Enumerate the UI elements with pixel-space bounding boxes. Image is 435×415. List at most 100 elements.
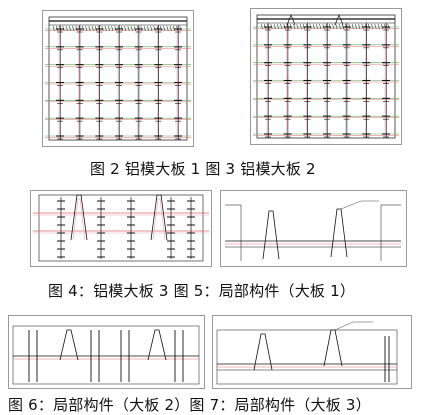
annotation-tick	[62, 25, 65, 32]
annotation-tick	[75, 25, 78, 32]
annotation-tick	[290, 23, 292, 30]
annotation-tick	[309, 23, 312, 30]
panel-outline	[38, 194, 204, 262]
annotation-tick	[52, 25, 55, 32]
annotation-tick	[78, 25, 81, 32]
annotation-tick	[351, 23, 354, 30]
annotation-tick	[98, 25, 101, 32]
annotation-tick	[361, 23, 364, 30]
figure-aluminum-panel-3	[30, 190, 212, 267]
panel-outline	[216, 329, 398, 385]
annotation-tick	[59, 25, 62, 32]
annotation-tick	[95, 25, 97, 32]
figure-aluminum-panel-1	[42, 10, 194, 147]
component-1-drawing	[225, 200, 401, 261]
annotation-tick	[153, 25, 156, 32]
annotation-tick	[387, 23, 390, 30]
annotation-tick	[108, 25, 110, 32]
annotation-tick	[312, 23, 315, 30]
annotation-tick	[134, 25, 136, 32]
figure-aluminum-panel-2	[250, 8, 402, 145]
annotation-tick	[299, 23, 302, 30]
annotation-tick	[121, 25, 123, 32]
spike-support	[72, 198, 86, 241]
caption-row-3: 图 6：局部构件（大板 2）图 7：局部构件（大板 3）	[8, 396, 371, 414]
leader-line	[340, 200, 362, 210]
annotation-tick	[322, 23, 325, 30]
spike-support	[70, 194, 88, 241]
spike-support	[152, 198, 166, 241]
annotation-tick	[293, 23, 296, 30]
annotation-tick	[85, 25, 88, 32]
annotation-tick	[381, 23, 383, 30]
annotation-tick	[264, 23, 266, 30]
spike-support	[330, 208, 348, 258]
annotation-tick	[371, 23, 374, 30]
annotation-tick	[137, 25, 140, 32]
annotation-tick	[130, 25, 133, 32]
spike-line	[286, 14, 292, 26]
annotation-tick	[147, 25, 149, 32]
annotation-tick	[88, 25, 91, 32]
panel-outline	[12, 325, 200, 385]
figure-local-component-panel-2	[8, 315, 205, 389]
annotation-tick	[329, 23, 331, 30]
annotation-tick	[56, 25, 58, 32]
annotation-tick	[82, 25, 84, 32]
leader-line	[334, 321, 354, 331]
annotation-tick	[374, 23, 377, 30]
annotation-tick	[306, 23, 309, 30]
component-3-drawing	[216, 321, 398, 385]
panel-1-drawing	[45, 16, 191, 141]
spike-support	[262, 210, 280, 260]
annotation-tick	[104, 25, 107, 32]
annotation-tick	[114, 25, 117, 32]
annotation-tick	[117, 25, 120, 32]
annotation-tick	[384, 23, 387, 30]
annotation-tick	[163, 25, 166, 32]
annotation-tick	[280, 23, 283, 30]
annotation-tick	[179, 25, 182, 32]
panel-2-drawing	[253, 14, 399, 139]
annotation-tick	[127, 25, 130, 32]
annotation-tick	[358, 23, 361, 30]
annotation-tick	[69, 25, 71, 32]
annotation-tick	[338, 23, 341, 30]
annotation-tick	[143, 25, 146, 32]
annotation-tick	[342, 23, 344, 30]
annotation-tick	[124, 25, 127, 32]
annotation-tick	[332, 23, 335, 30]
annotation-tick	[65, 25, 68, 32]
annotation-tick	[91, 25, 94, 32]
spike-support	[59, 329, 79, 361]
annotation-tick	[140, 25, 143, 32]
annotation-tick	[166, 25, 169, 32]
annotation-tick	[101, 25, 104, 32]
spike-support	[147, 329, 167, 361]
annotation-tick	[283, 23, 286, 30]
annotation-tick	[160, 25, 162, 32]
annotation-tick	[270, 23, 273, 30]
annotation-tick	[260, 23, 263, 30]
annotation-tick	[316, 23, 318, 30]
spike-line	[290, 14, 296, 26]
component-2-drawing	[12, 325, 200, 385]
panel-3-drawing	[33, 194, 209, 262]
annotation-tick	[335, 23, 338, 30]
caption-row-2: 图 4：铝模大板 3 图 5：局部构件（大板 1）	[48, 282, 356, 300]
annotation-tick	[319, 23, 322, 30]
spike-line	[334, 14, 340, 26]
annotation-tick	[173, 25, 175, 32]
annotation-tick	[364, 23, 367, 30]
annotation-tick	[111, 25, 114, 32]
annotation-tick	[156, 25, 159, 32]
spike-support	[150, 194, 168, 241]
annotation-tick	[355, 23, 357, 30]
annotation-tick	[348, 23, 351, 30]
annotation-tick	[303, 23, 305, 30]
annotation-tick	[377, 23, 380, 30]
annotation-tick	[277, 23, 279, 30]
annotation-tick	[368, 23, 370, 30]
spike-line	[338, 14, 344, 26]
annotation-tick	[345, 23, 348, 30]
